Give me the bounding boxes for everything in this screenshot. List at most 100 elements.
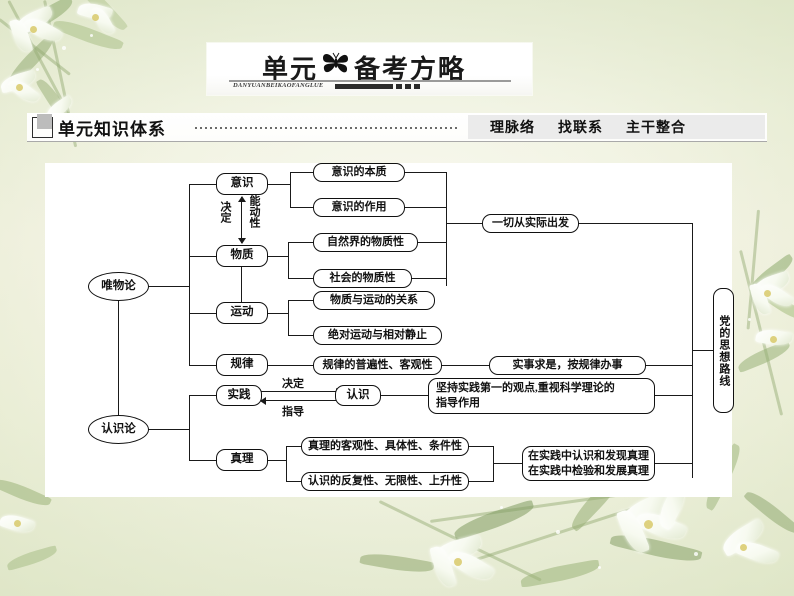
node-absolute-relative-label: 绝对运动与相对静止: [328, 329, 427, 342]
edge-materialism-out: [148, 286, 190, 288]
edge-spine-motion: [189, 313, 217, 315]
edge-matter-to-motion: [241, 267, 243, 313]
node-matter-motion-relation[interactable]: 物质与运动的关系: [313, 291, 435, 310]
edge-matter-leaf1-merge: [417, 242, 447, 244]
node-materialism-label: 唯物论: [101, 279, 136, 292]
edge-law-leaf-to-truthseek: [442, 365, 490, 367]
edge-truthleaf1-merge: [468, 446, 494, 448]
edge-practice-determines-cognition: [261, 386, 342, 398]
edge-epistemology-spine: [189, 395, 191, 461]
edge-spine-law: [189, 365, 217, 367]
node-practice-label: 实践: [227, 388, 251, 401]
node-nature-materiality-label: 自然界的物质性: [327, 236, 404, 249]
edge-motion-out: [267, 313, 289, 315]
knowledge-map-diagram: 决定 能动性: [45, 163, 734, 497]
node-seek-truth-label: 实事求是，按规律办事: [512, 359, 623, 372]
banner-title: 单元备考方略: [262, 49, 466, 86]
banner-pinyin: DANYUANBEIKAOFANGLUE: [233, 82, 324, 89]
node-cognition[interactable]: 认识: [335, 385, 381, 406]
node-truth-in-practice[interactable]: 在实践中认识和发现真理 在实践中检验和发展真理: [522, 446, 655, 481]
edge-motion-leaf1: [288, 300, 314, 302]
edge-matter-leaf2: [288, 278, 314, 280]
node-materialism[interactable]: 唯物论: [88, 272, 149, 301]
edge-consciousness-dynamism: [236, 197, 248, 244]
node-society-materiality[interactable]: 社会的物质性: [313, 269, 412, 288]
edge-truthseek-to-trunk: [645, 365, 693, 367]
node-consciousness[interactable]: 意识: [216, 173, 268, 195]
section-dot-leader: [195, 127, 459, 129]
edge-truth-leaf2: [286, 481, 302, 483]
node-consciousness-essence[interactable]: 意识的本质: [313, 163, 405, 182]
node-truth-attributes[interactable]: 真理的客观性、具体性、条件性: [301, 437, 469, 456]
node-cognition-label: 认识: [346, 388, 370, 401]
edge-reality-to-trunk: [578, 223, 693, 225]
edge-law-out: [267, 365, 314, 367]
edge-truthleaf2-merge: [468, 481, 494, 483]
node-law[interactable]: 规律: [216, 354, 268, 376]
edge-spine-matter: [189, 256, 217, 258]
node-epistemology-label: 认识论: [101, 422, 136, 435]
edge-matter-leaf2-merge: [411, 278, 447, 280]
node-party-thought-line-label: 党的思想路线: [717, 314, 730, 387]
edge-leaf1-merge: [404, 172, 447, 174]
node-society-materiality-label: 社会的物质性: [329, 272, 396, 285]
node-matter[interactable]: 物质: [216, 245, 268, 267]
section-tag-0: 理脉络: [490, 121, 535, 136]
section-tag-bar: 理脉络 找联系 主干整合: [468, 115, 765, 139]
edge-motion-fork: [288, 300, 290, 336]
node-absolute-relative[interactable]: 绝对运动与相对静止: [313, 326, 442, 345]
banner-dash-marks: [335, 83, 420, 89]
node-matter-label: 物质: [230, 249, 254, 262]
edge-leaf2-merge: [404, 207, 447, 209]
edge-consciousness-merge-bar: [446, 172, 448, 286]
node-law-label: 规律: [230, 358, 254, 371]
edge-consciousness-leaf2: [290, 207, 314, 209]
node-seek-truth[interactable]: 实事求是，按规律办事: [489, 356, 646, 375]
edge-truthmerge-to-box: [493, 463, 523, 465]
node-nature-materiality[interactable]: 自然界的物质性: [313, 233, 418, 252]
label-guide-bottom: 指导: [282, 406, 304, 418]
node-truth[interactable]: 真理: [216, 449, 268, 471]
section-tag-1: 找联系: [558, 121, 603, 136]
unit-banner: 单元备考方略 DANYUANBEIKAOFANGLUE: [207, 43, 532, 95]
edge-materialism-spine: [189, 184, 191, 366]
node-practice[interactable]: 实践: [216, 385, 262, 406]
node-practice-first[interactable]: 坚持实践第一的观点,重视科学理论的 指导作用: [428, 378, 655, 414]
node-law-universal-objective[interactable]: 规律的普遍性、客观性: [313, 356, 442, 375]
edge-matter-leaf1: [288, 242, 314, 244]
node-motion[interactable]: 运动: [216, 302, 268, 324]
edge-truth-leaf1: [286, 446, 302, 448]
node-truth-in-practice-label: 在实践中认识和发现真理 在实践中检验和发展真理: [528, 449, 649, 477]
node-cognition-attributes-label: 认识的反复性、无限性、上升性: [308, 475, 462, 488]
section-header: 单元知识体系 理脉络 找联系 主干整合: [27, 113, 767, 142]
node-start-from-reality[interactable]: 一切从实际出发: [482, 214, 579, 233]
section-tag-2: 主干整合: [626, 121, 686, 136]
section-title: 单元知识体系: [58, 120, 166, 139]
banner-title-right: 备考方略: [354, 55, 467, 84]
label-dynamism-vertical: 能动性: [248, 195, 260, 228]
node-consciousness-essence-label: 意识的本质: [331, 166, 387, 179]
node-consciousness-label: 意识: [230, 177, 254, 190]
edge-matter-out: [267, 256, 289, 258]
edge-practicefirst-to-trunk: [654, 395, 693, 397]
node-cognition-attributes[interactable]: 认识的反复性、无限性、上升性: [301, 472, 469, 491]
edge-consciousness-out: [267, 184, 291, 186]
label-determine-vertical: 决定: [219, 201, 231, 223]
edge-merge-to-reality: [446, 223, 483, 225]
label-determine-top: 决定: [282, 378, 304, 390]
edge-consciousness-leaf1: [290, 172, 314, 174]
edge-truth-fork: [286, 446, 288, 482]
edge-practicetruth-to-trunk: [654, 463, 693, 465]
edge-cognition-to-practicefirst: [381, 395, 429, 397]
edge-spine-consciousness: [189, 184, 217, 186]
node-epistemology[interactable]: 认识论: [88, 415, 149, 444]
node-practice-first-label: 坚持实践第一的观点,重视科学理论的 指导作用: [436, 382, 615, 409]
node-start-from-reality-label: 一切从实际出发: [492, 217, 569, 230]
edge-consciousness-fork: [290, 172, 292, 208]
node-party-thought-line[interactable]: 党的思想路线: [713, 288, 734, 413]
node-law-universal-objective-label: 规律的普遍性、客观性: [322, 359, 433, 372]
banner-divider: [229, 80, 511, 82]
edge-truth-out: [267, 460, 287, 462]
edge-spine-truth: [189, 460, 217, 462]
node-consciousness-function[interactable]: 意识的作用: [313, 198, 405, 217]
